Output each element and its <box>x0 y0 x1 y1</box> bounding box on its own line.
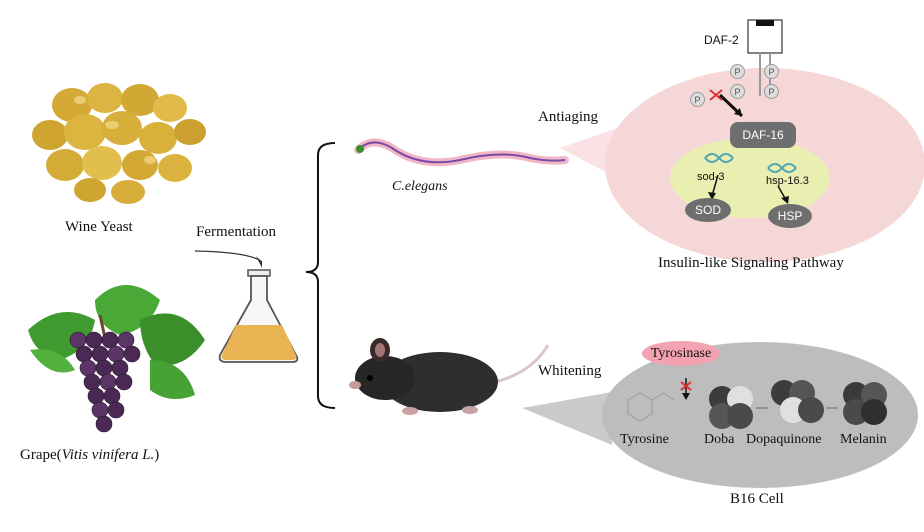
hsp163-gene-label: hsp-16.3 <box>766 175 809 187</box>
wine-yeast-label: Wine Yeast <box>65 219 133 235</box>
branch-bracket <box>305 142 336 409</box>
phospho-p1: P <box>730 64 745 79</box>
step-melanin: Melanin <box>840 432 887 447</box>
c-elegans-worm <box>354 138 569 167</box>
tyrosine-structure <box>627 392 675 422</box>
grape-berry <box>75 345 93 363</box>
flask-illustration <box>218 269 299 363</box>
step-tyrosine: Tyrosine <box>620 432 669 447</box>
grape-bunch <box>69 331 141 433</box>
grape-berry <box>101 331 119 349</box>
doba-molecule <box>709 386 753 429</box>
grape-berry <box>91 401 109 419</box>
c-elegans-label: C.elegans <box>392 179 448 194</box>
phospho-p3: P <box>730 84 745 99</box>
grape-berry <box>123 345 141 363</box>
phospho-p4: P <box>764 84 779 99</box>
grape-berry <box>83 373 101 391</box>
grape-paren-open: ( <box>56 447 62 463</box>
sod-node: SOD <box>685 198 731 222</box>
tyrosinase-node: Tyrosinase <box>642 341 720 366</box>
wine-yeast-illustration <box>32 83 206 204</box>
grape-paren-close: ) <box>154 447 160 463</box>
phospho-p5: P <box>690 92 705 107</box>
grape-berry <box>85 331 103 349</box>
fermentation-arrow <box>194 250 263 263</box>
grape-prefix: Grape <box>20 447 57 463</box>
whitening-label: Whitening <box>538 363 602 379</box>
grape-berry <box>117 331 135 349</box>
dopaquinone-molecule <box>771 380 824 423</box>
insulin-cell <box>605 19 924 262</box>
hsp-node: HSP <box>768 204 812 228</box>
daf16-node: DAF-16 <box>730 122 796 148</box>
daf2-label: DAF-2 <box>704 33 739 47</box>
grape-berry <box>95 415 113 433</box>
grape-berry <box>99 373 117 391</box>
melanin-molecule <box>843 382 887 425</box>
grape-berry <box>79 359 97 377</box>
grape-label: Grape(Vitis vinifera L.) <box>20 448 159 463</box>
b16-cell-label: B16 Cell <box>730 491 784 507</box>
insulin-pathway-label: Insulin-like Signaling Pathway <box>658 255 844 271</box>
grape-illustration <box>28 285 205 399</box>
grape-berry <box>95 359 113 377</box>
grape-berry <box>103 387 121 405</box>
antiaging-label: Antiaging <box>538 109 598 125</box>
grape-berry <box>87 387 105 405</box>
fermentation-label: Fermentation <box>196 224 276 240</box>
mouse-illustration <box>349 338 550 415</box>
step-dopaquinone: Dopaquinone <box>746 432 822 447</box>
grape-berry <box>111 359 129 377</box>
sod3-gene-label: sod-3 <box>697 171 725 183</box>
grape-berry <box>115 373 133 391</box>
phospho-p2: P <box>764 64 779 79</box>
step-doba: Doba <box>704 432 735 447</box>
grape-berry <box>69 331 87 349</box>
grape-berry <box>91 345 109 363</box>
b16-cell <box>602 342 918 488</box>
grape-berry <box>107 401 125 419</box>
grape-berry <box>107 345 125 363</box>
whitening-beam <box>522 392 612 445</box>
grape-species: Vitis vinifera L. <box>61 447 155 463</box>
